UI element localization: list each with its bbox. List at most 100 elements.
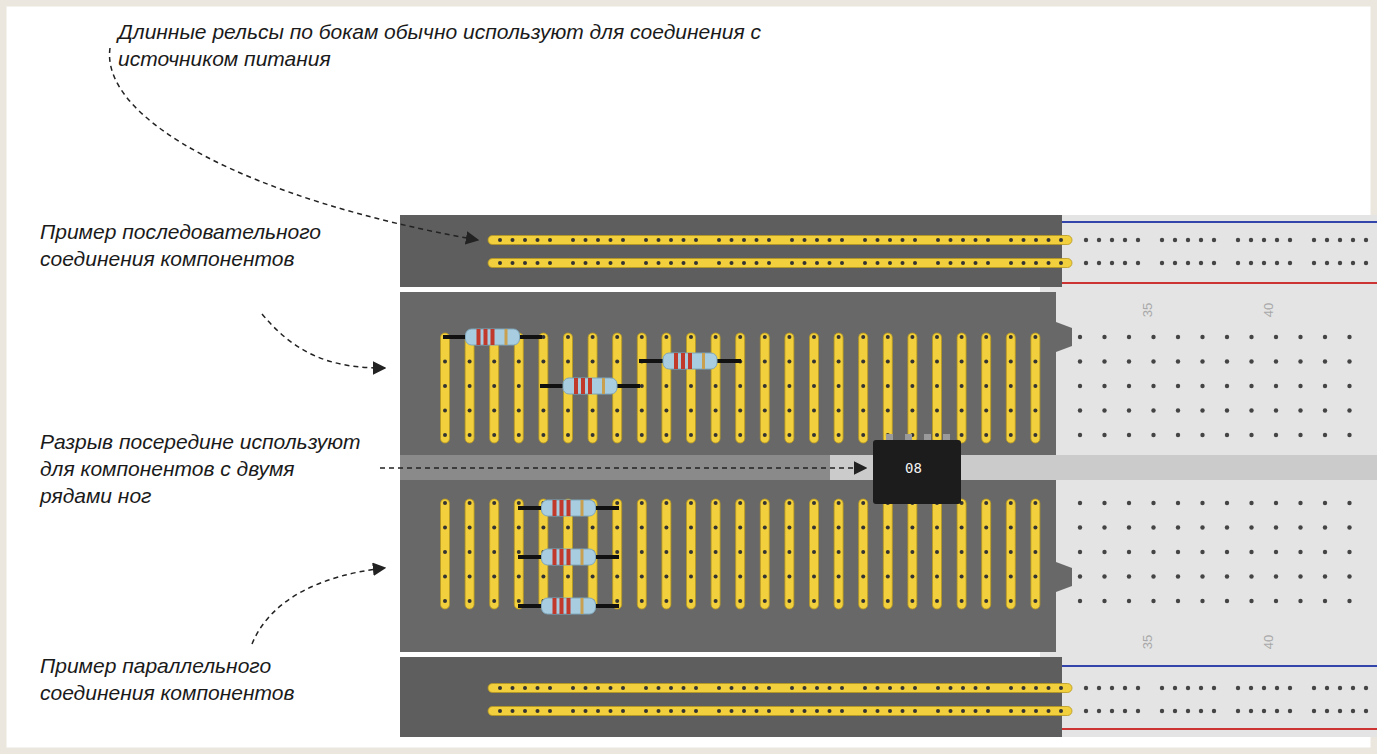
hole [863, 238, 867, 242]
hole [584, 709, 588, 713]
hole [1097, 709, 1101, 713]
conductor-strip [859, 499, 868, 609]
hole [861, 599, 865, 603]
hole [1009, 575, 1013, 579]
hole [910, 575, 914, 579]
hole [498, 238, 502, 242]
hole [1033, 501, 1037, 505]
hole [837, 384, 841, 388]
hole [787, 335, 791, 339]
hole [640, 526, 644, 530]
hole [861, 384, 865, 388]
hole [694, 709, 698, 713]
hole [694, 686, 698, 690]
hole [1249, 550, 1253, 554]
hole [886, 599, 890, 603]
hole [644, 709, 648, 713]
hole [1176, 525, 1180, 529]
hole [1022, 709, 1026, 713]
hole [763, 335, 767, 339]
hole [1274, 408, 1278, 412]
hole [1212, 261, 1216, 265]
hole [1009, 599, 1013, 603]
hole [1347, 433, 1351, 437]
hole [1136, 238, 1140, 242]
hole [571, 686, 575, 690]
hole [984, 433, 988, 437]
resistor-band [505, 329, 508, 345]
hole [689, 599, 693, 603]
hole [787, 599, 791, 603]
hole [888, 238, 892, 242]
hole [1009, 501, 1013, 505]
hole [591, 335, 595, 339]
hole [1078, 335, 1082, 339]
hole [861, 575, 865, 579]
hole [1110, 238, 1114, 242]
hole [541, 526, 545, 530]
hole [1298, 525, 1302, 529]
hole [664, 526, 668, 530]
hole [961, 709, 965, 713]
hole [1199, 261, 1203, 265]
resistor-band [574, 378, 578, 394]
hole [468, 575, 472, 579]
hole [1034, 261, 1038, 265]
conductor-strip [1031, 499, 1040, 609]
hole [1033, 335, 1037, 339]
hole [913, 709, 917, 713]
hole [682, 709, 686, 713]
hole [615, 599, 619, 603]
hole [1288, 686, 1292, 690]
conductor-strip [687, 499, 696, 609]
hole [755, 709, 759, 713]
resistor-band [588, 378, 592, 394]
hole [714, 384, 718, 388]
hole [837, 433, 841, 437]
conductor-strip [883, 333, 892, 443]
hole [755, 261, 759, 265]
rail-strip [488, 259, 1072, 268]
hole [815, 261, 819, 265]
hole [689, 526, 693, 530]
column-number: 40 [1261, 635, 1276, 649]
hole [621, 261, 625, 265]
hole [1160, 261, 1164, 265]
hole [1225, 550, 1229, 554]
hole [961, 261, 965, 265]
hole [876, 261, 880, 265]
hole [974, 709, 978, 713]
hole [1274, 359, 1278, 363]
resistor-body [563, 378, 617, 394]
hole [1127, 501, 1131, 505]
hole [1034, 686, 1038, 690]
hole [1102, 335, 1106, 339]
hole [1199, 238, 1203, 242]
hole [689, 501, 693, 505]
conductor-strip [982, 333, 991, 443]
hole [738, 599, 742, 603]
hole [566, 335, 570, 339]
hole [548, 709, 552, 713]
hole [1200, 501, 1204, 505]
hole [935, 575, 939, 579]
hole [541, 360, 545, 364]
hole [1225, 574, 1229, 578]
hole [1123, 709, 1127, 713]
hole [1123, 261, 1127, 265]
hole [767, 238, 771, 242]
hole [863, 686, 867, 690]
hole [1225, 335, 1229, 339]
hole [861, 433, 865, 437]
hole [541, 433, 545, 437]
hole [730, 238, 734, 242]
hole [689, 575, 693, 579]
hole [591, 433, 595, 437]
conductor-strip [933, 333, 942, 443]
hole [1078, 384, 1082, 388]
hole [682, 238, 686, 242]
hole [837, 501, 841, 505]
hole [596, 238, 600, 242]
hole [1059, 261, 1063, 265]
